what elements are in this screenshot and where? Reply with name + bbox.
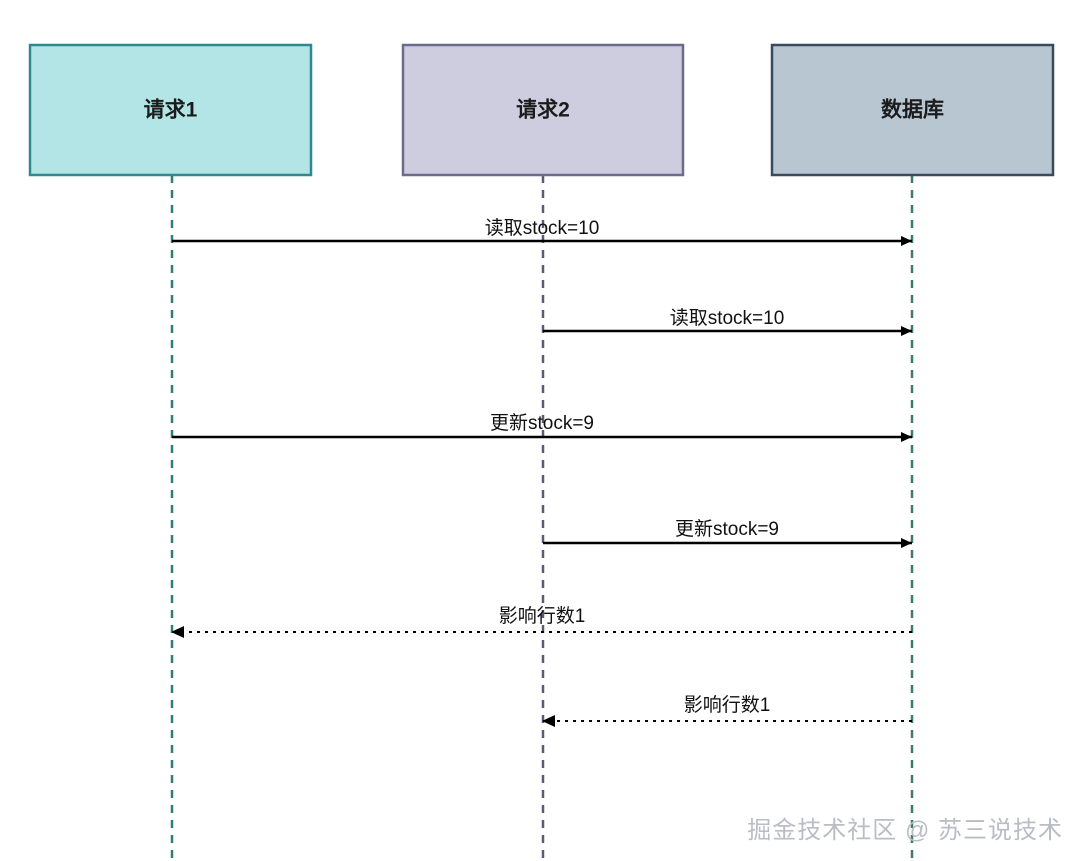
actor-request1[interactable]: 请求1	[28, 43, 313, 177]
message-update-stock-9-req2[interactable]: 更新stock=9	[543, 518, 912, 548]
actor-box-database[interactable]	[770, 43, 1055, 177]
message-read-stock-10-req1[interactable]: 读取stock=10	[172, 217, 912, 246]
message-affected-rows-req2[interactable]: 影响行数1	[542, 694, 912, 727]
actor-request2[interactable]: 请求2	[401, 43, 685, 177]
message-label: 更新stock=9	[675, 518, 779, 540]
message-affected-rows-req1[interactable]: 影响行数1	[171, 605, 912, 638]
message-label: 影响行数1	[499, 605, 586, 627]
message-read-stock-10-req2[interactable]: 读取stock=10	[543, 307, 912, 336]
message-label: 影响行数1	[684, 694, 771, 716]
message-label: 读取stock=10	[485, 217, 600, 239]
actor-database[interactable]: 数据库	[770, 43, 1055, 177]
message-label: 读取stock=10	[670, 307, 785, 329]
actor-box-request1[interactable]	[28, 43, 313, 177]
actor-label-request1: 请求1	[144, 98, 198, 122]
actor-label-request2: 请求2	[516, 98, 570, 122]
actor-box-request2[interactable]	[401, 43, 685, 177]
actor-label-database: 数据库	[881, 98, 944, 122]
message-label: 更新stock=9	[490, 412, 594, 434]
watermark-label: 掘金技术社区 @ 苏三说技术	[747, 817, 1063, 844]
message-update-stock-9-req1[interactable]: 更新stock=9	[172, 412, 912, 442]
lifelines-group	[170, 175, 914, 861]
